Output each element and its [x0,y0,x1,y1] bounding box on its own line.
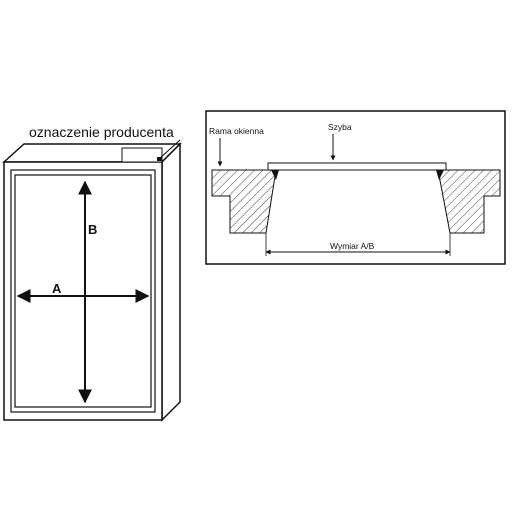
glass-pane-section [267,162,447,171]
right-seal [436,170,444,180]
manufacturer-mark-label: oznaczenie producenta [29,124,174,140]
window-frame-label: Rama okienna [209,126,264,136]
dimension-a-label: A [52,281,62,296]
glass-outline [14,174,152,408]
dimension-ab-label: Wymiar A/B [330,241,375,251]
window-frame-drawing: B A [2,139,182,422]
glass-pane-label: Szyba [328,122,352,132]
frame-side-face [161,142,181,422]
dimension-b-label: B [88,222,97,237]
manufacturer-plate [121,147,163,163]
cross-section-drawing: Wymiar A/B Rama okienna Szyba [205,110,506,265]
manufacturer-leader-line [159,139,181,159]
left-seal [271,170,279,180]
frame-inner-outline [10,169,156,413]
frame-front-face [3,161,163,421]
manufacturer-mark-dot [157,157,162,161]
